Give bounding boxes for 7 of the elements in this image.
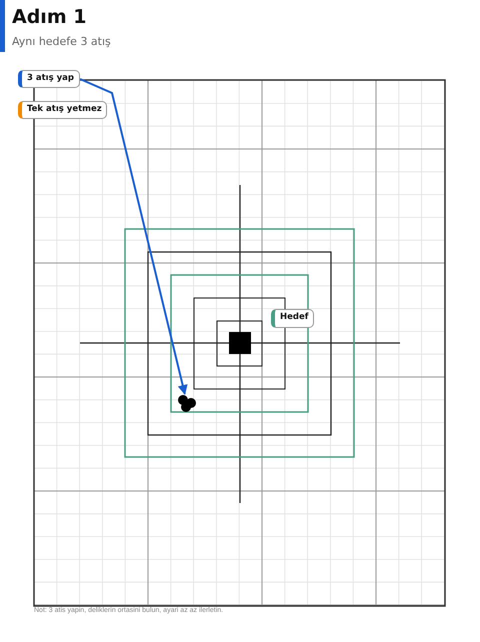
callout-label: Hedef	[271, 309, 314, 328]
callout-label: 3 atış yap	[18, 70, 80, 88]
bullet-hole-group	[177, 394, 197, 412]
subtitle: Aynı hedefe 3 atış	[12, 35, 111, 48]
callout-label: Tek atış yetmez	[18, 101, 107, 119]
title: Adım 1	[12, 6, 86, 28]
arrow	[80, 78, 188, 395]
